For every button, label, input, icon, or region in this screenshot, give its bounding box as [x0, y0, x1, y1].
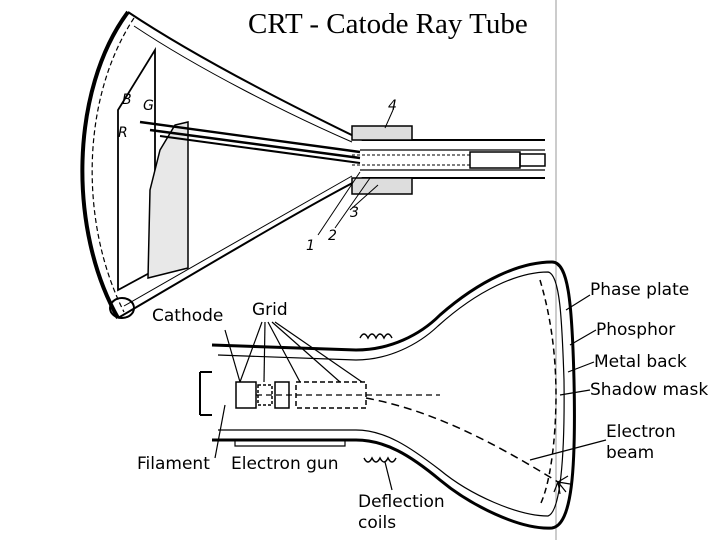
top-screen-face: [80, 10, 130, 319]
gun-letter-b: B: [122, 92, 132, 108]
label-metal-back: Metal back: [594, 352, 687, 372]
top-beam-b: [139, 120, 361, 154]
bottom-shadow-mask-line: [539, 279, 557, 506]
bottom-envelope-inner: [217, 271, 565, 517]
label-phase-plate: Phase plate: [590, 280, 690, 300]
bottom-deflection-coil-upper: [359, 333, 393, 340]
callout-4: 4: [388, 98, 397, 114]
top-beam-r: [159, 135, 361, 164]
label-phosphor: Phosphor: [596, 320, 676, 340]
label-deflection-coils-line1: Deflection: [358, 492, 445, 512]
label-electron-beam-line2: beam: [606, 443, 655, 463]
gun-letter-g: G: [143, 98, 154, 114]
top-yoke-upper: [351, 125, 413, 141]
bottom-deflection-coil-lower: [363, 456, 397, 463]
bottom-electron-beam: [365, 397, 559, 483]
bottom-crt-illustration: [199, 260, 607, 530]
label-electron-beam-line1: Electron: [606, 422, 676, 442]
page-title: CRT - Catode Ray Tube: [248, 8, 528, 40]
bottom-cathode-block: [235, 381, 257, 409]
top-beam-g: [149, 128, 361, 160]
bottom-envelope-outer: [211, 260, 576, 530]
label-filament: Filament: [137, 454, 210, 474]
label-deflection-coils-line2: coils: [358, 513, 397, 533]
label-grid: Grid: [252, 300, 288, 320]
gun-letter-r: R: [118, 125, 128, 141]
callout-2: 2: [328, 228, 337, 244]
top-bulb-lower: [117, 177, 363, 319]
label-cathode: Cathode: [152, 306, 224, 326]
top-bulb-upper: [127, 11, 363, 141]
top-phosphor-panel: [147, 121, 189, 279]
top-crt-illustration: [80, 10, 546, 319]
callout-1: 1: [306, 238, 315, 254]
bottom-beam-impact: [553, 475, 571, 495]
label-electron-gun: Electron gun: [231, 454, 339, 474]
callout-3: 3: [350, 205, 359, 221]
label-shadow-mask: Shadow mask: [590, 380, 709, 400]
